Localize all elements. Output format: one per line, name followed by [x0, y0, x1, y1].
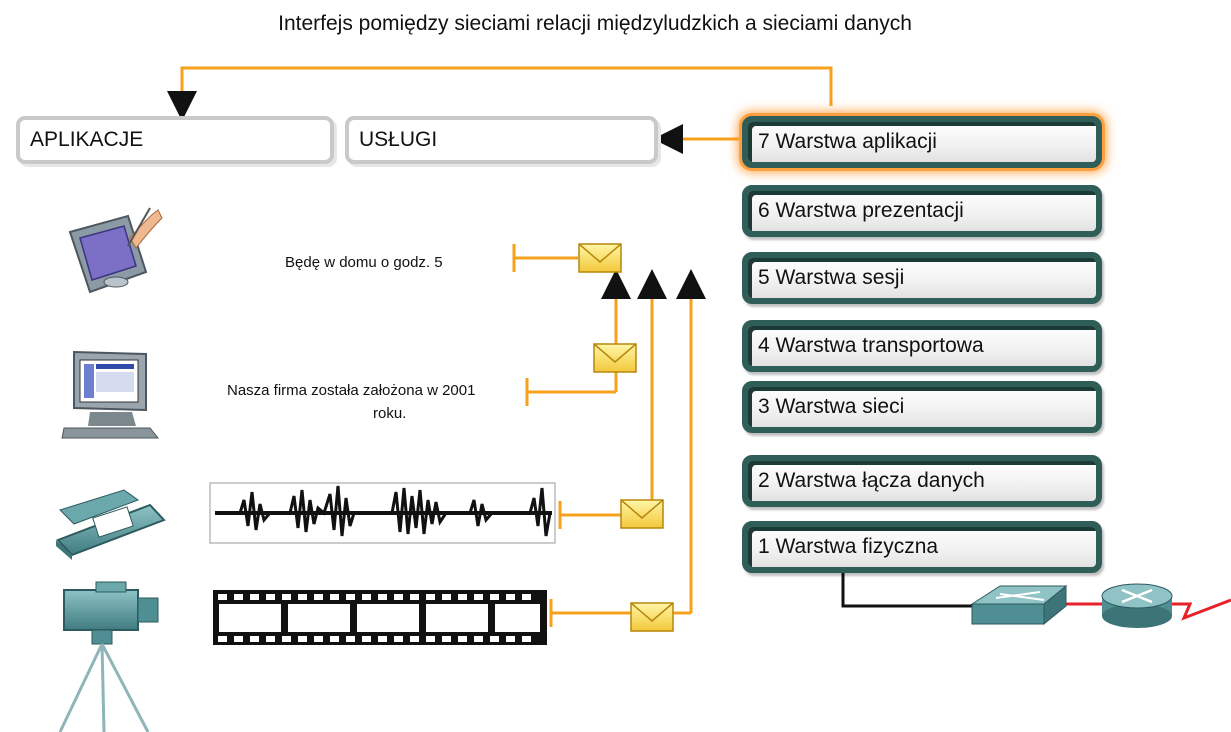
layer-presentation: 6 Warstwa prezentacji — [742, 185, 1102, 237]
audio-waveform — [209, 482, 556, 544]
layer-data-link: 2 Warstwa łącza danych — [742, 455, 1102, 507]
layer-transport: 4 Warstwa transportowa — [742, 320, 1102, 372]
pda-message-text: Będę w domu o godz. 5 — [285, 254, 443, 271]
page-title: Interfejs pomiędzy sieciami relacji międ… — [278, 12, 912, 35]
video-camera-icon — [58, 581, 159, 732]
computer-icon — [61, 350, 160, 439]
layer-session: 5 Warstwa sesji — [742, 252, 1102, 304]
router-icon — [1101, 583, 1173, 628]
layer-physical: 1 Warstwa fizyczna — [742, 521, 1102, 573]
pc-message-line1: Nasza firma została założona w 2001 — [227, 382, 476, 399]
switch-icon — [970, 584, 1068, 626]
applications-box: APLIKACJE — [16, 116, 334, 164]
pc-message-line2: roku. — [373, 405, 407, 422]
telephone-icon — [56, 489, 166, 560]
layer-application: 7 Warstwa aplikacji — [742, 116, 1102, 168]
services-box: USŁUGI — [345, 116, 658, 164]
envelope-icon — [578, 243, 674, 632]
film-strip — [213, 590, 547, 645]
pda-icon — [68, 207, 163, 294]
layer-network: 3 Warstwa sieci — [742, 381, 1102, 433]
